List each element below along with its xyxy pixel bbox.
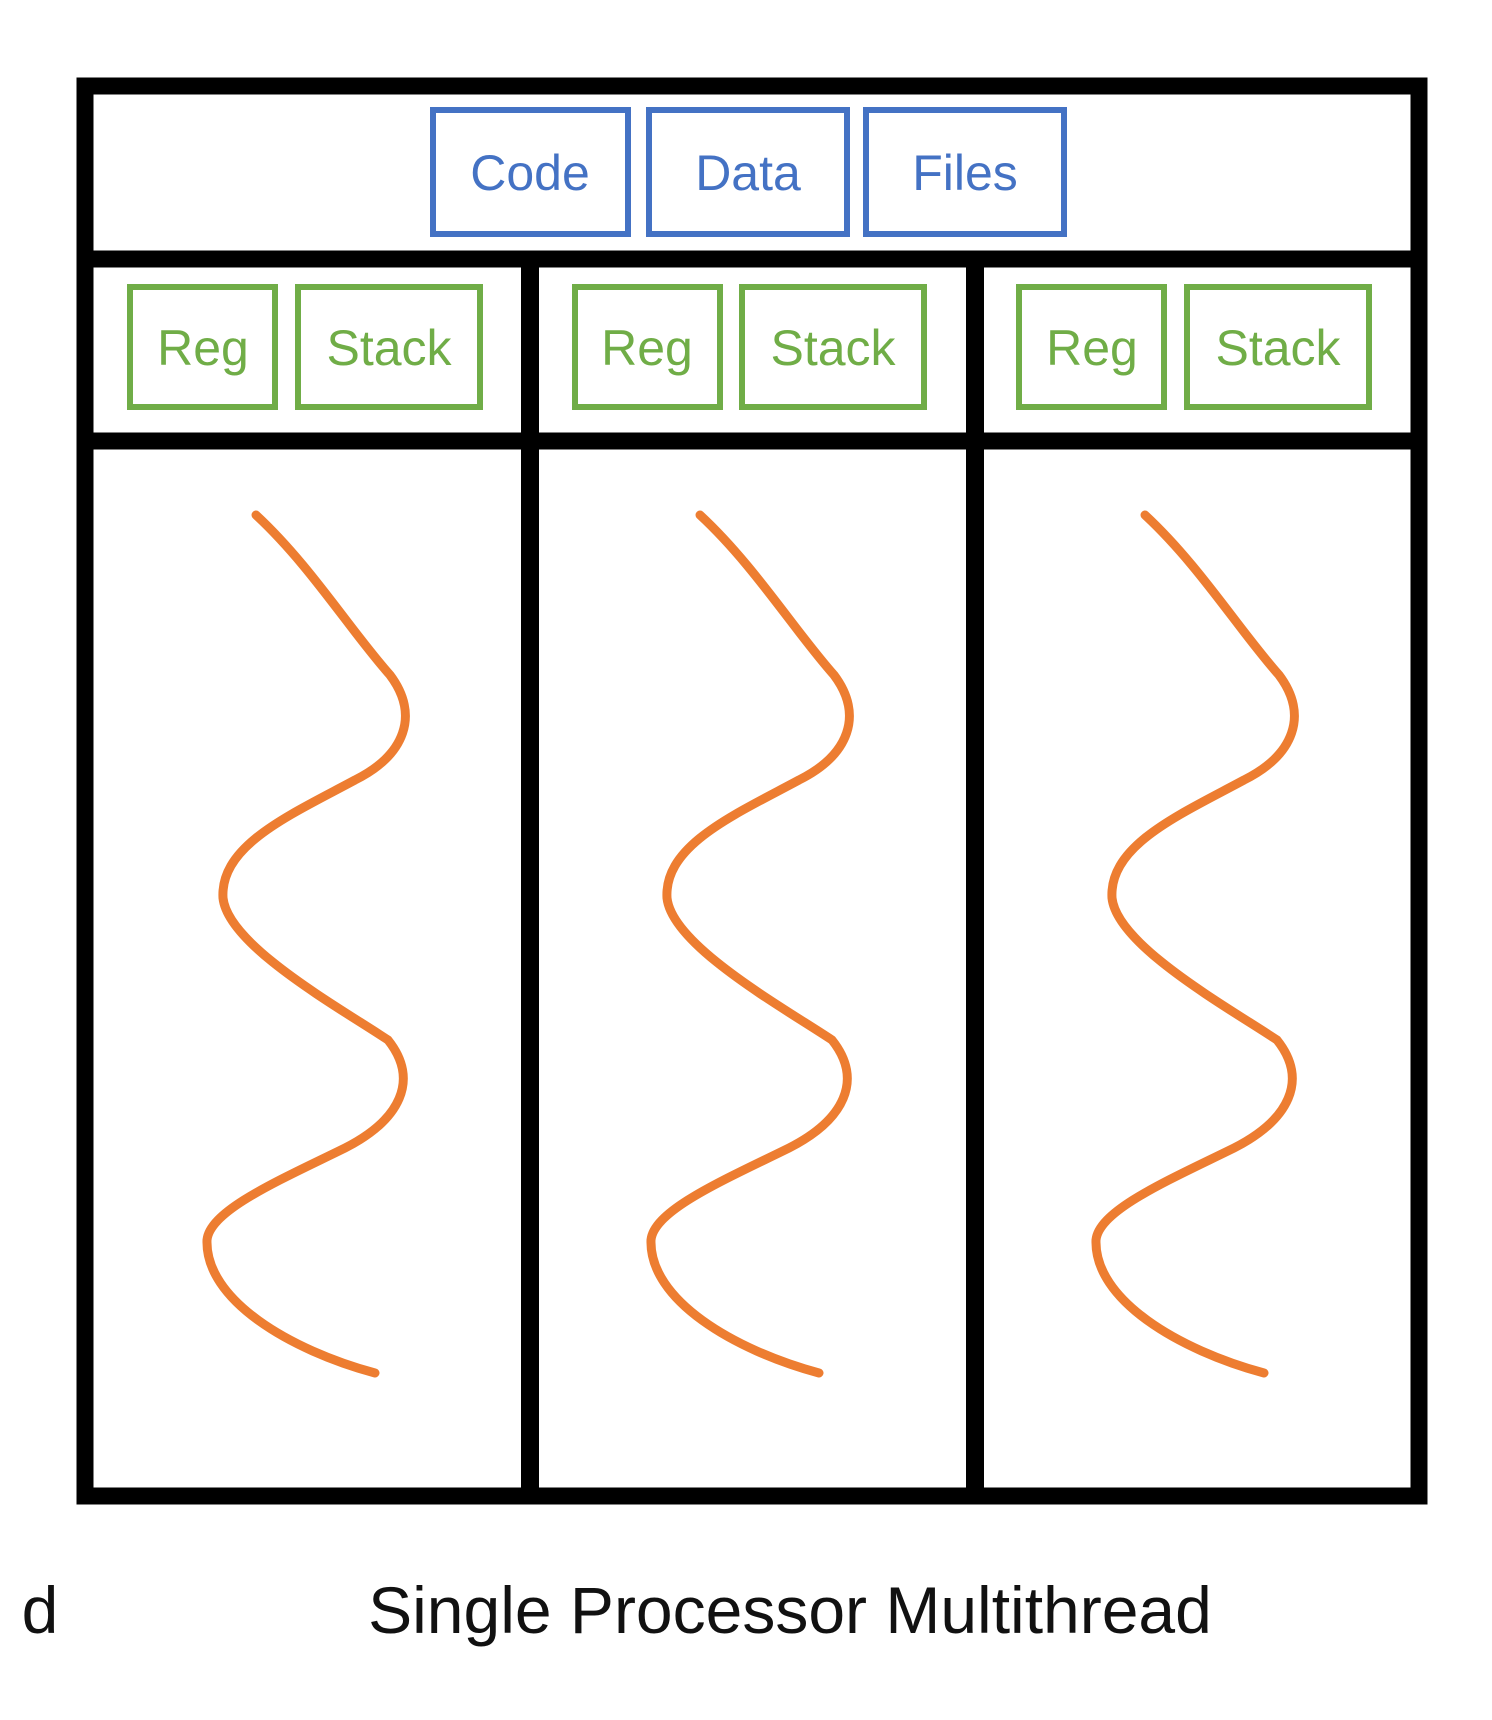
- reg-box: [1016, 284, 1167, 410]
- reg-label: Reg: [157, 320, 249, 376]
- thread-squiggle: [646, 510, 854, 1378]
- reg-label: Reg: [601, 320, 693, 376]
- thread-1: Reg Stack: [127, 284, 483, 1378]
- reg-box: [127, 284, 278, 410]
- diagram-caption: Single Processor Multithread: [368, 1573, 1212, 1647]
- thread-2: Reg Stack: [572, 284, 927, 1378]
- shared-resources: Code Data Files: [430, 107, 1067, 237]
- data-label: Data: [695, 145, 801, 201]
- stack-label: Stack: [770, 320, 896, 376]
- partial-caption: d: [22, 1573, 59, 1647]
- stack-box: [1184, 284, 1372, 410]
- stack-label: Stack: [326, 320, 452, 376]
- files-label: Files: [912, 145, 1018, 201]
- stack-box: [739, 284, 927, 410]
- data-box: [646, 107, 850, 237]
- reg-label: Reg: [1046, 320, 1138, 376]
- thread-squiggle: [1091, 510, 1299, 1378]
- files-box: [863, 107, 1067, 237]
- process-frame: [76, 77, 1428, 1505]
- code-label: Code: [470, 145, 590, 201]
- reg-box: [572, 284, 723, 410]
- stack-label: Stack: [1215, 320, 1341, 376]
- thread-squiggle: [202, 510, 410, 1378]
- code-box: [430, 107, 631, 237]
- stack-box: [295, 284, 483, 410]
- thread-3: Reg Stack: [1016, 284, 1372, 1378]
